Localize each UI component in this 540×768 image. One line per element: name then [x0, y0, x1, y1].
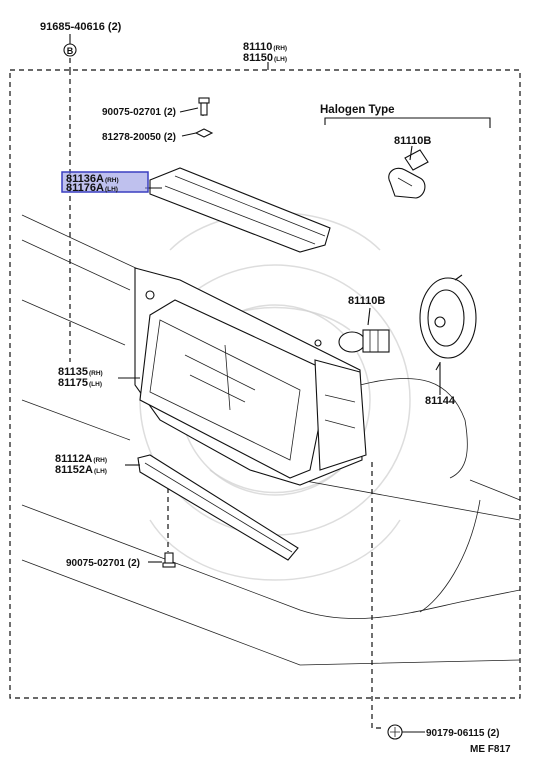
standard-bulb-part: [338, 329, 390, 353]
halogen-bulb-label: 81110B: [394, 135, 431, 147]
assembly-rh-label: 81110(RH): [243, 41, 287, 53]
lower-bracket-lh-label: 81152A(LH): [55, 464, 107, 476]
lamp-unit-lh-label: 81175(LH): [58, 377, 102, 389]
bottom-screw-part: [162, 552, 176, 568]
lamp-unit-rh-label: 81135(RH): [58, 366, 103, 378]
bottom-bolt-label: 90179-06115 (2): [426, 728, 499, 739]
key-letter: B: [67, 46, 74, 56]
key-circle-b: [63, 43, 77, 57]
lower-bracket-rh-label: 81112A(RH): [55, 453, 107, 465]
top-screw-part: [198, 97, 210, 116]
upper-bracket-part: [149, 167, 331, 253]
halogen-bulb-part: [388, 149, 429, 199]
socket-label: 81144: [425, 395, 456, 407]
assembly-lh-label: 81150(LH): [243, 52, 287, 64]
selected-part-highlight: [61, 171, 149, 193]
top-nut-part: [194, 128, 214, 138]
body-contour: [21, 214, 521, 666]
halogen-type-heading: Halogen Type: [320, 104, 395, 116]
top-fastener-label: 91685-40616 (2): [40, 21, 122, 33]
upper-bracket-lh-label: 81176A(LH): [66, 182, 118, 194]
upper-bracket-rh-label: 81136A(RH): [66, 173, 119, 185]
leader-lines: [118, 107, 441, 733]
figure-reference: ME F817: [470, 744, 511, 755]
top-nut-label: 81278-20050 (2): [102, 132, 176, 143]
top-screw-label: 90075-02701 (2): [102, 107, 176, 118]
assembly-frame: [9, 69, 521, 699]
bottom-screw-label: 90075-02701 (2): [66, 558, 140, 569]
standard-bulb-label: 81110B: [348, 295, 385, 307]
headlamp-unit-part: [134, 267, 367, 486]
socket-part: [419, 274, 477, 371]
bottom-bolt-part: [387, 724, 403, 740]
